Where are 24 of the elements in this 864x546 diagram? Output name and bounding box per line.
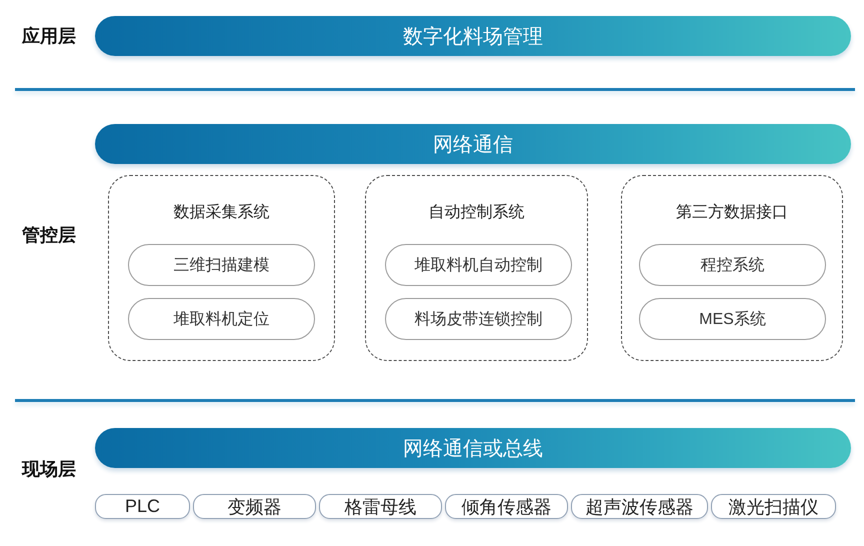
module-pill: 堆取料机自动控制 (385, 244, 572, 286)
group-heading: 第三方数据接口 (675, 202, 789, 223)
group-heading: 数据采集系统 (172, 202, 270, 223)
module-pill: 堆取料机定位 (128, 298, 315, 340)
layer-label: 现场层 (22, 458, 76, 481)
module-pill: 料场皮带连锁控制 (385, 298, 572, 340)
banner-bar: 网络通信 (95, 124, 851, 164)
module-pill: 程控系统 (639, 244, 826, 286)
device-pill: 变频器 (193, 494, 316, 519)
banner-bar: 网络通信或总线 (95, 428, 851, 468)
device-pill: PLC (95, 494, 190, 519)
layer-label: 管控层 (22, 224, 76, 247)
group-heading: 自动控制系统 (428, 202, 526, 223)
module-pill: 三维扫描建模 (128, 244, 315, 286)
banner-bar: 数字化料场管理 (95, 16, 851, 56)
device-pill: 超声波传感器 (571, 494, 708, 519)
dashed-group-frame (365, 175, 588, 361)
dashed-group-frame (108, 175, 335, 361)
module-pill: MES系统 (639, 298, 826, 340)
device-pill: 格雷母线 (319, 494, 442, 519)
device-pill: 倾角传感器 (445, 494, 568, 519)
device-pill: 激光扫描仪 (711, 494, 836, 519)
layer-label: 应用层 (22, 25, 76, 48)
dashed-group-frame (621, 175, 843, 361)
